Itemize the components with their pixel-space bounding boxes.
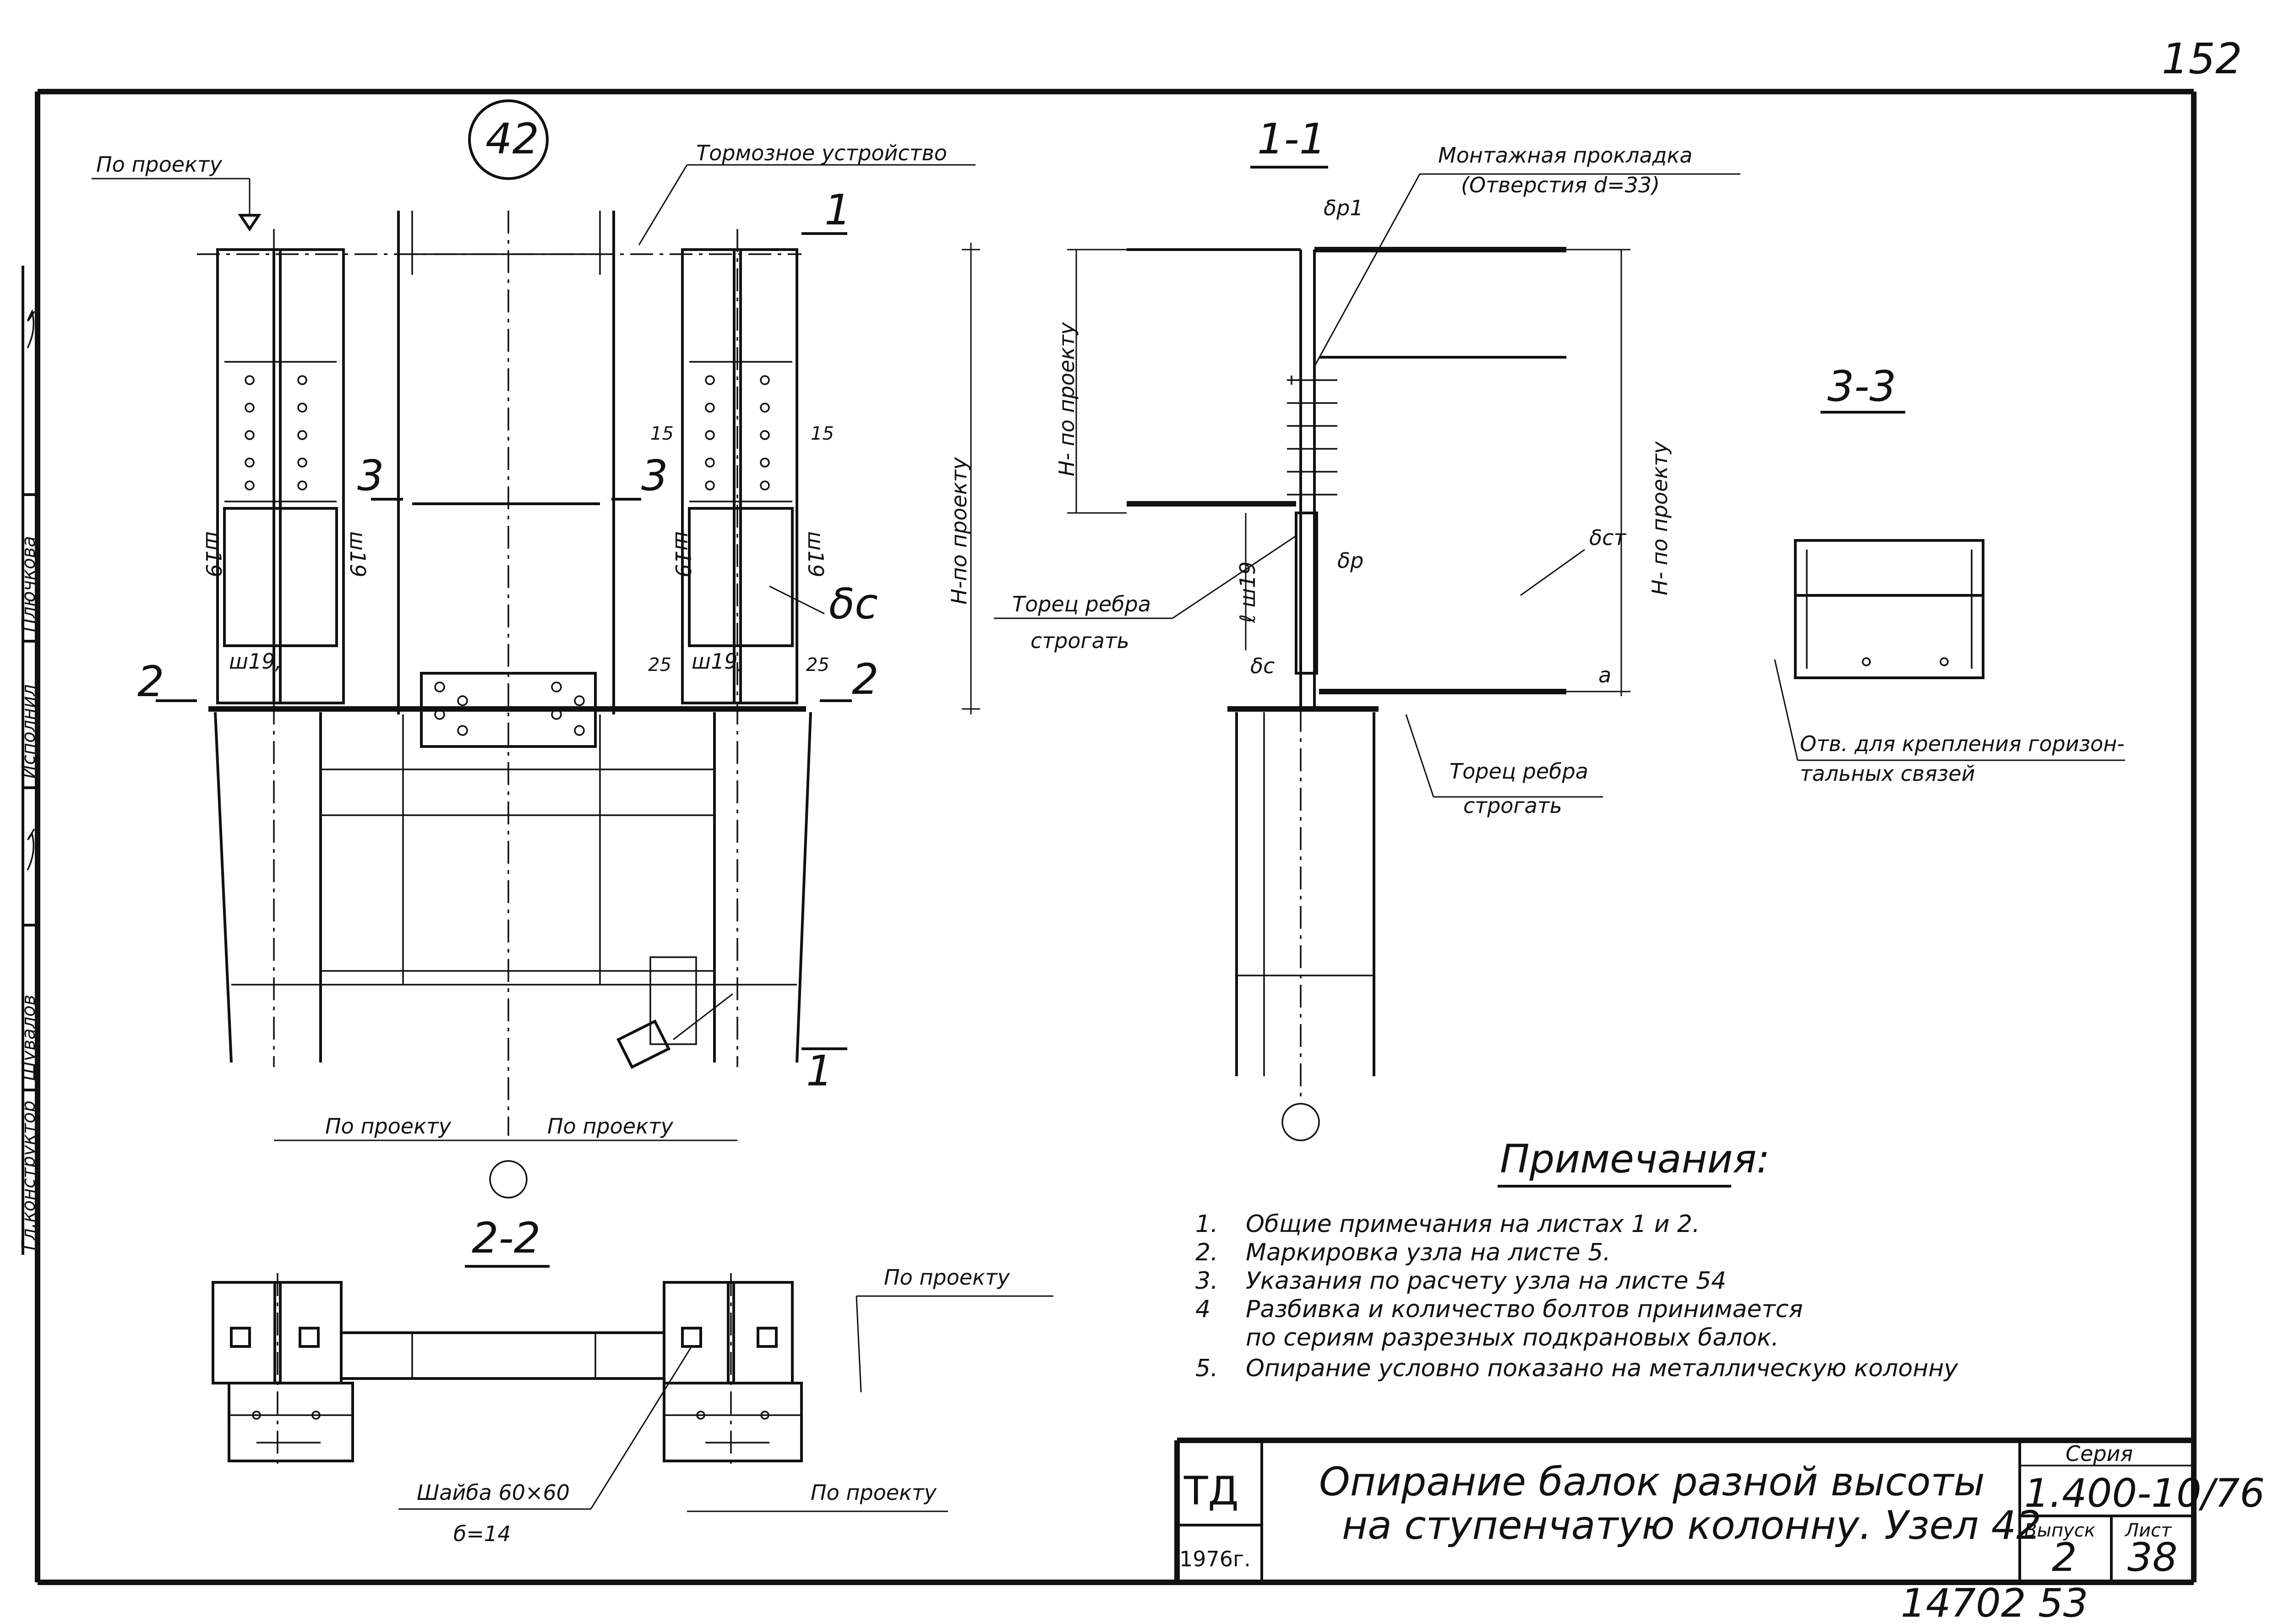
note-2-text: Маркировка узла на листе 5. [1246,1239,1611,1266]
label-shaiba-t: б=14 [453,1521,511,1546]
label-otverstia: (Отверстия d=33) [1461,173,1660,197]
vypusk-value: 2 [2052,1535,2077,1580]
label-po-proektu-dim-left: По проекту [325,1114,452,1139]
label-sh19-1-right: ш19, [692,649,744,674]
title-block: ТД 1976г. Опирание балок разной высоты н… [1174,1438,2265,1582]
note-1-num: 1. [1195,1210,1218,1238]
label-sh19-1-left: ш19, [229,649,282,674]
title-line-2: на ступенчатую колонну. Узел 42 [1342,1503,2041,1548]
bottom-page-number: 53 [2038,1580,2088,1624]
cut-2-right: 2 [852,655,879,704]
seria-value: 1.400-10/76 [2024,1471,2265,1516]
label-delta-p1: δp1 [1324,196,1363,220]
label-15-right: 15 [811,423,834,444]
corner-sheet-number: 152 [2162,34,2242,83]
cut-2-left: 2 [137,657,164,706]
label-torec-right: Торец ребра [1450,759,1588,784]
label-h-1-1-left: Н- по проекту [1054,322,1079,476]
label-sh19-c: ш19 [670,531,695,578]
cut-1-top: 1 [824,185,851,234]
label-strogat-left: строгать [1030,628,1129,653]
label-sh19-b: ш19 [345,531,370,578]
label-delta-st: δст [1589,525,1626,550]
stamp-role-1: Гл.конструктор [18,1101,39,1250]
cut-1-bottom: 1 [806,1046,833,1095]
note-3-text: Указания по расчету узла на листе 54 [1246,1267,1726,1295]
title-line-1: Опирание балок разной высоты [1319,1459,1985,1505]
note-4-text: Разбивка и количество болтов принимается [1246,1296,1803,1323]
elevation-view: 42 По проекту Тормозное устройство [92,99,980,1199]
section-2-2-title: 2-2 [472,1214,540,1263]
cut-3-left: 3 [357,451,384,500]
label-h-elevation: Н-по проекту [947,457,971,605]
seria-label: Серия [2066,1441,2133,1466]
label-l-sh19: ℓ ш19 [1235,561,1260,623]
note-4-num: 4 [1195,1296,1210,1323]
label-po-proektu-top: По проекту [96,152,223,177]
title-org: ТД [1183,1468,1239,1514]
archive-number: 14702 [1901,1580,2026,1624]
title-year: 1976г. [1179,1547,1251,1571]
label-sh19-d: ш19 [803,531,828,578]
section-3-3: 3-3 Отв. для крепления горизон- тальных … [1774,362,2125,786]
label-delta-c-1-1: δc [1250,654,1275,678]
label-a: a [1598,663,1611,687]
notes: Примечания: 1. Общие примечания на листа… [1195,1136,1958,1382]
note-2-num: 2. [1195,1239,1218,1266]
node-marker: 42 [485,114,539,163]
label-po-proektu-2-2-bottom: По проекту [811,1480,937,1505]
label-montazh: Монтажная прокладка [1438,143,1692,168]
stamp-role-2: Исполнил [18,684,39,779]
label-delta-p: δp [1337,548,1363,573]
note-5-num: 5. [1195,1355,1218,1382]
list-value: 38 [2127,1535,2177,1580]
section-3-3-title: 3-3 [1827,362,1896,411]
list-label: Лист [2124,1520,2172,1541]
section-1-1: 1-1 Монтажная прокладка (Отверстия d=33)… [994,114,1740,1141]
section-2-2: 2-2 По проекту Шайба 60×60 б [212,1214,1053,1546]
label-otv-2: тальных связей [1800,761,1975,786]
label-torec-left: Торец ребра [1012,592,1151,616]
label-otv-1: Отв. для крепления горизон- [1800,731,2125,756]
notes-heading: Примечания: [1500,1136,1770,1182]
label-25-left: 25 [648,654,671,676]
note-3-num: 3. [1195,1267,1218,1295]
label-h-1-1-right: Н- по проекту [1647,441,1672,595]
stamp-name-1: Шувалов [18,995,39,1081]
label-sh19-a: ш19 [201,531,226,578]
label-po-proektu-2-2-top: По проекту [884,1265,1010,1290]
label-15-left: 15 [650,423,674,444]
cut-3-right: 3 [641,451,668,500]
note-4b-text: по сериям разрезных подкрановых балок. [1246,1324,1779,1352]
note-5-text: Опирание условно показано на металлическ… [1246,1355,1958,1382]
label-po-proektu-dim-right: По проекту [547,1114,674,1139]
side-stamp: Плючкова Исполнил Шувалов Гл.конструктор [18,309,39,1250]
stamp-name-2: Плючкова [18,536,39,632]
label-25-right: 25 [806,654,829,676]
label-tormoz: Тормозное устройство [696,141,947,165]
note-1-text: Общие примечания на листах 1 и 2. [1246,1210,1700,1238]
vypusk-label: Выпуск [2024,1520,2095,1541]
drawing-frame [22,89,2197,1585]
label-delta-c-elev: δc [829,579,878,628]
section-1-1-title: 1-1 [1257,114,1326,163]
label-shaiba: Шайба 60×60 [417,1480,570,1505]
